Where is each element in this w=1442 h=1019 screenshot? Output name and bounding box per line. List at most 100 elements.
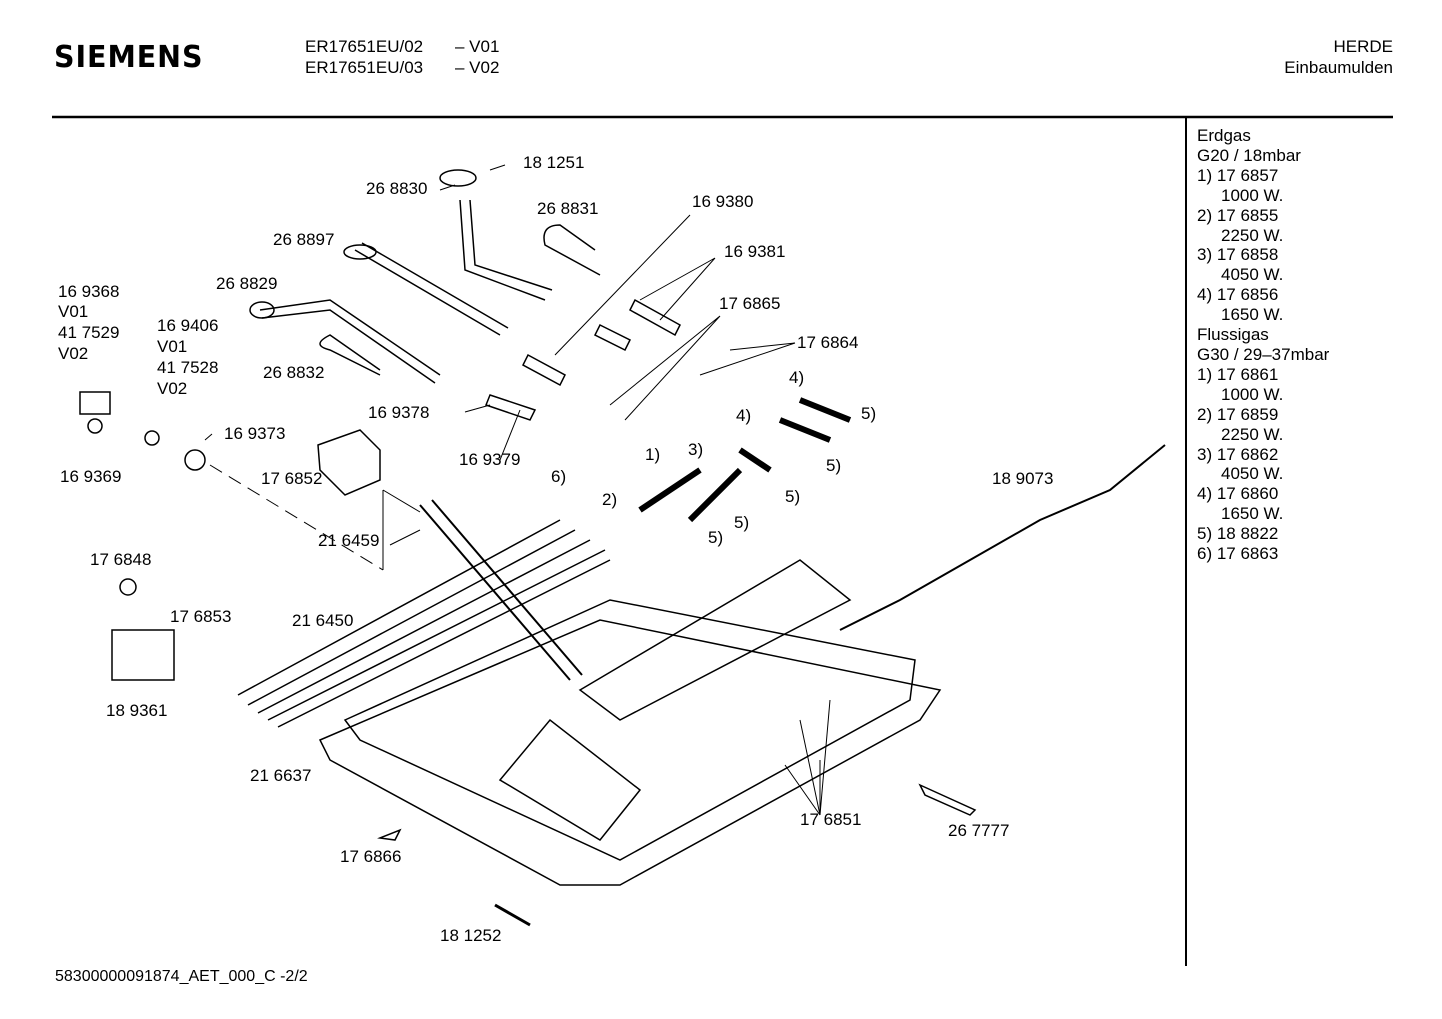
gas-tube-268832 xyxy=(319,334,381,376)
legend-power: 1650 W. xyxy=(1221,504,1284,524)
part-label: 41 7528 xyxy=(157,358,219,377)
switch-189361 xyxy=(111,629,175,681)
part-label: V02 xyxy=(58,344,89,363)
valve-268829 xyxy=(249,301,275,319)
part-label: 18 1252 xyxy=(440,926,502,945)
gas-tube-268829 xyxy=(259,299,441,384)
part-label: 16 9379 xyxy=(459,450,521,469)
part-label: 16 9381 xyxy=(724,242,786,261)
leader-lines xyxy=(204,164,831,816)
part-label: 17 6852 xyxy=(261,469,323,488)
gas-taps xyxy=(638,397,852,523)
bracket-176852 xyxy=(317,429,381,496)
wire-harness-189073 xyxy=(839,444,1166,631)
nut-169373 xyxy=(184,449,206,471)
part-label: 16 9380 xyxy=(692,192,754,211)
legend-power: 2250 W. xyxy=(1221,225,1284,245)
cap-169406 xyxy=(144,430,160,446)
model-number: ER17651EU/03 xyxy=(305,58,424,77)
legend-group-title: Erdgas xyxy=(1197,126,1251,145)
elbow-169368 xyxy=(79,391,111,415)
valve-268830 xyxy=(439,169,477,187)
legend-ref: 3) 17 6862 xyxy=(1197,444,1279,464)
legend-power: 1000 W. xyxy=(1221,185,1284,205)
subcategory: Einbaumulden xyxy=(1284,58,1393,77)
part-label: 26 8830 xyxy=(366,179,428,198)
legend-ref: 3) 17 6858 xyxy=(1197,245,1279,265)
part-label: 17 6853 xyxy=(170,607,232,626)
part-label: 26 8897 xyxy=(273,230,335,249)
tray-inner xyxy=(343,599,916,861)
gas-tube-268831 xyxy=(543,224,601,276)
legend-group-title: Flussigas xyxy=(1197,325,1269,345)
legend-ref: 5) 18 8822 xyxy=(1197,524,1279,544)
model-version: – V01 xyxy=(455,37,500,56)
part-label: 5) xyxy=(785,487,801,506)
gas-tube-268830 xyxy=(459,199,553,301)
clip-267777 xyxy=(918,783,977,816)
legend-ref: 2) 17 6859 xyxy=(1197,404,1279,424)
part-label: V01 xyxy=(58,302,89,321)
gas-tube-268897 xyxy=(354,242,509,336)
part-label: 6) xyxy=(551,467,567,486)
clip-176866 xyxy=(377,828,402,841)
tray-outline xyxy=(318,619,942,886)
part-label: 21 6450 xyxy=(292,611,354,630)
nozzle-legend: Erdgas G20 / 18mbar 1) 17 6857 1000 W. 2… xyxy=(1197,126,1329,564)
valve-268897 xyxy=(343,244,377,260)
legend-power: 4050 W. xyxy=(1221,464,1284,484)
part-label: 17 6851 xyxy=(800,810,862,829)
part-label: 17 6866 xyxy=(340,847,402,866)
part-label: 2) xyxy=(602,490,618,509)
dashed-leader xyxy=(209,464,384,571)
part-label: 5) xyxy=(826,456,842,475)
part-label: 26 8831 xyxy=(537,199,599,218)
long-tube xyxy=(419,499,583,681)
part-label: 21 6637 xyxy=(250,766,312,785)
part-label: 5) xyxy=(861,404,877,423)
burner-rail xyxy=(578,559,852,721)
legend-power: 2250 W. xyxy=(1221,424,1284,444)
part-label: V02 xyxy=(157,379,188,398)
legend-group-spec: G20 / 18mbar xyxy=(1197,145,1301,165)
grommet-176848 xyxy=(119,578,137,596)
part-label: 5) xyxy=(734,513,750,532)
part-label: 41 7529 xyxy=(58,323,120,342)
category: HERDE xyxy=(1333,37,1393,56)
part-label: V01 xyxy=(157,337,188,356)
legend-power: 1650 W. xyxy=(1221,305,1284,325)
part-label: 16 9373 xyxy=(224,424,286,443)
model-version: – V02 xyxy=(455,58,500,77)
legend-ref: 2) 17 6855 xyxy=(1197,205,1279,225)
legend-ref: 1) 17 6857 xyxy=(1197,165,1279,185)
part-label: 17 6848 xyxy=(90,550,152,569)
part-label: 17 6865 xyxy=(719,294,781,313)
part-label: 16 9378 xyxy=(368,403,430,422)
part-label: 21 6459 xyxy=(318,531,380,550)
part-label: 18 1251 xyxy=(523,153,585,172)
part-label: 5) xyxy=(708,528,724,547)
siemens-logo: SIEMENS xyxy=(54,40,204,75)
part-label: 4) xyxy=(736,406,752,425)
injector-sleeves xyxy=(485,298,681,421)
part-label: 3) xyxy=(688,440,704,459)
fuse-181252 xyxy=(494,903,531,927)
legend-power: 1000 W. xyxy=(1221,384,1284,404)
part-label: 16 9406 xyxy=(157,316,219,335)
tray-window xyxy=(498,718,642,841)
part-label: 26 8832 xyxy=(263,363,325,382)
document-footer: 58300000091874_AET_000_C -2/2 xyxy=(55,968,308,985)
part-label: 4) xyxy=(789,368,805,387)
legend-ref: 1) 17 6861 xyxy=(1197,364,1279,384)
part-label: 18 9073 xyxy=(992,469,1054,488)
part-label: 18 9361 xyxy=(106,701,168,720)
part-label: 1) xyxy=(645,445,661,464)
legend-ref: 4) 17 6860 xyxy=(1197,484,1279,504)
model-number: ER17651EU/02 xyxy=(305,37,424,56)
legend-group-spec: G30 / 29–37mbar xyxy=(1197,344,1330,364)
part-label: 16 9368 xyxy=(58,282,120,301)
legend-ref: 4) 17 6856 xyxy=(1197,285,1279,305)
legend-power: 4050 W. xyxy=(1221,265,1284,285)
part-label: 26 7777 xyxy=(948,821,1010,840)
